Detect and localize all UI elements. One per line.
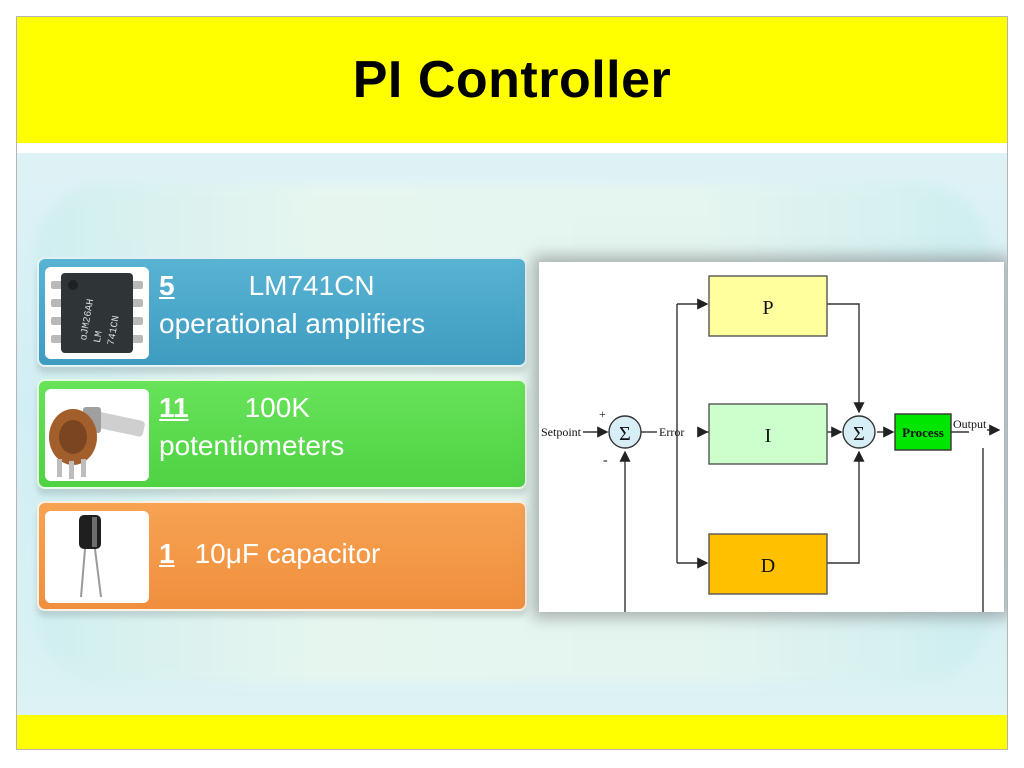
component-quantity: 5	[159, 270, 175, 301]
block-process-label: Process	[902, 425, 944, 440]
slide-title: PI Controller	[352, 51, 672, 109]
potentiometer-icon	[45, 389, 149, 481]
block-process	[894, 413, 952, 451]
chip-marking-2: LM	[93, 330, 106, 344]
block-p	[708, 275, 828, 337]
block-i-label: I	[765, 425, 772, 447]
output-label: Output	[953, 417, 987, 431]
ic-chip-icon: ɑJM26AH LM 741CN	[45, 267, 149, 359]
block-d-label: D	[761, 555, 775, 577]
component-description: potentiometers	[159, 430, 345, 461]
sum-node-2	[842, 415, 876, 449]
pid-diagram: Σ Σ P I D Process Setpoint + - Error Out…	[539, 262, 1004, 612]
bottom-bar	[17, 715, 1007, 749]
sum-node-1	[608, 415, 642, 449]
plus-label: +	[599, 407, 606, 421]
component-potentiometer: 11 100K potentiometers	[37, 379, 527, 489]
setpoint-label: Setpoint	[541, 425, 582, 439]
block-i	[708, 403, 828, 465]
block-p-label: P	[762, 297, 773, 319]
component-quantity: 11	[159, 392, 189, 423]
component-name: 10μF capacitor	[194, 538, 381, 569]
capacitor-icon	[45, 511, 149, 603]
component-name: LM741CN	[248, 270, 375, 301]
component-quantity: 1	[159, 538, 175, 569]
component-capacitor: 1 10μF capacitor	[37, 501, 527, 611]
error-label: Error	[659, 425, 684, 439]
title-bar: PI Controller	[17, 17, 1007, 143]
minus-label: -	[603, 453, 608, 468]
component-capacitor-text: 1 10μF capacitor	[159, 535, 517, 573]
component-description: operational amplifiers	[159, 308, 426, 339]
component-name: 100K	[244, 392, 311, 423]
component-opamp-text: 5 LM741CN operational amplifiers	[159, 267, 517, 343]
component-potentiometer-text: 11 100K potentiometers	[159, 389, 517, 465]
block-d	[708, 533, 828, 595]
slide: PI Controller	[16, 16, 1008, 750]
sum-symbol-1: Σ	[619, 423, 631, 445]
sum-symbol-2: Σ	[853, 423, 865, 445]
chip-marking-3: 741CN	[107, 315, 123, 346]
